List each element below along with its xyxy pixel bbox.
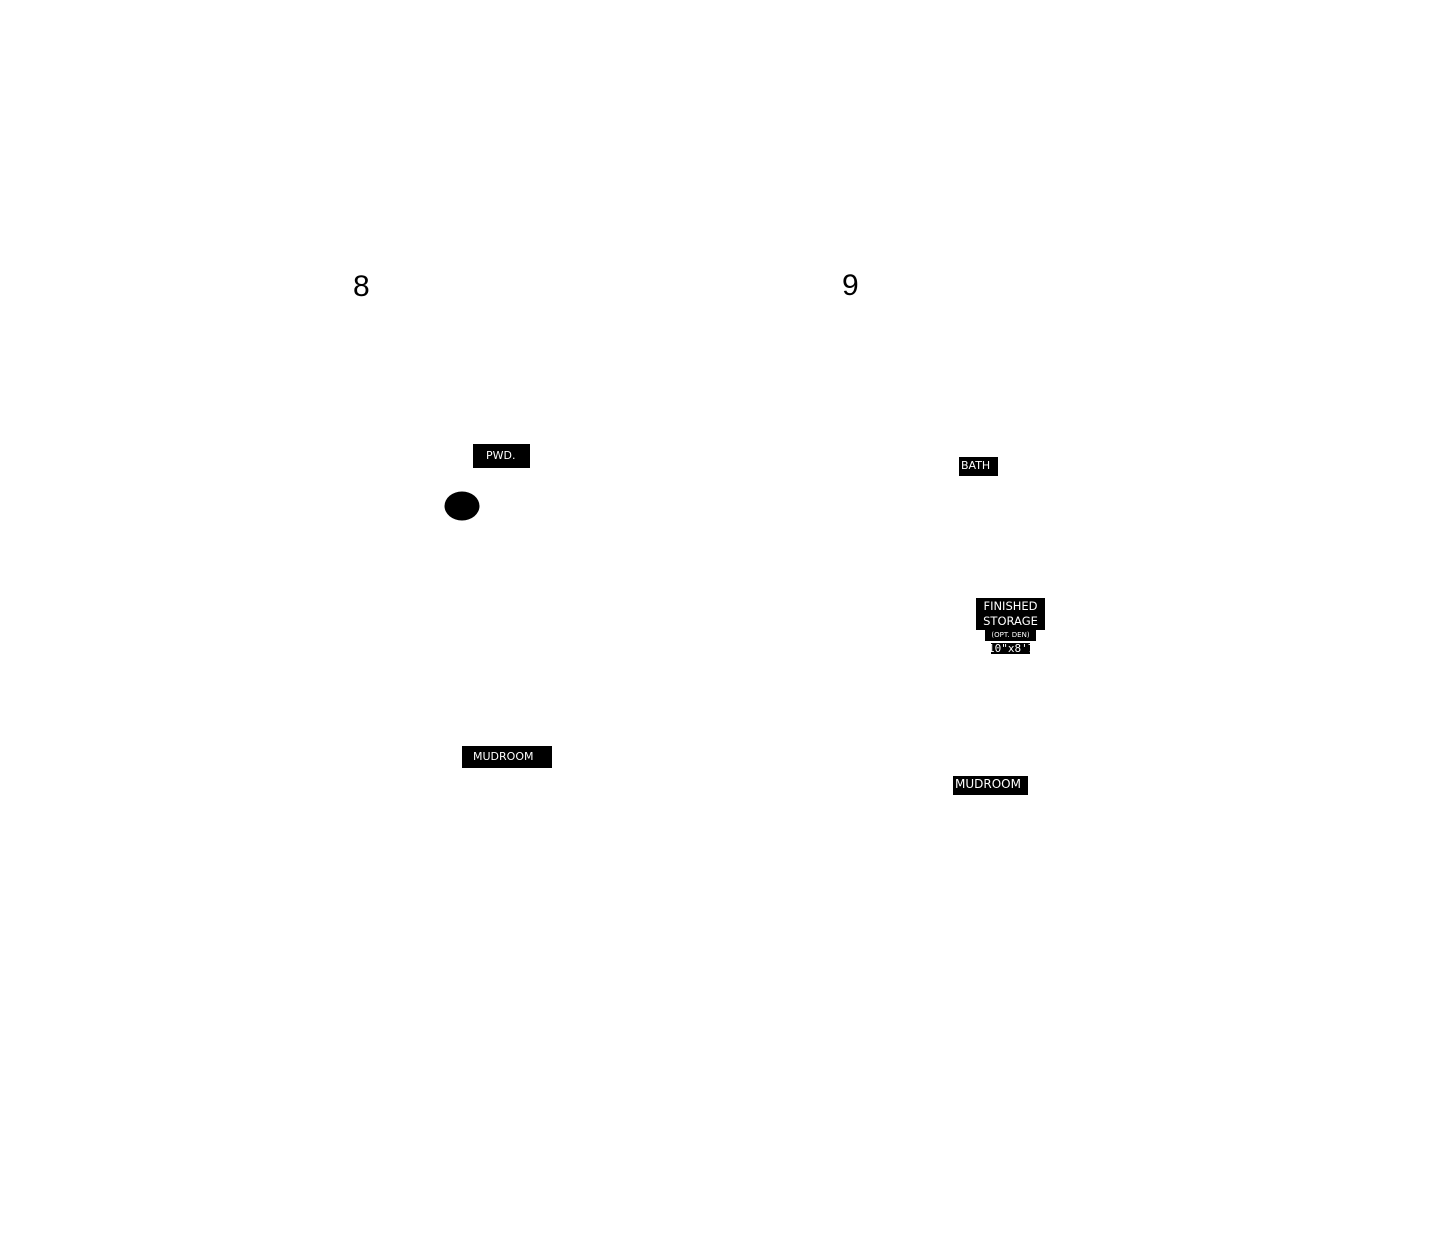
plan-number-8: 8 — [353, 270, 370, 303]
finished-storage-dimensions-label: 10"x8'7" — [991, 643, 1030, 654]
plan-number-9: 9 — [842, 269, 859, 302]
plan-9-mudroom-label: MUDROOM — [953, 776, 1028, 795]
powder-room-label: PWD. — [473, 444, 530, 468]
bath-label: BATH — [959, 457, 998, 476]
marker-ellipse — [444, 491, 480, 521]
plan-8-mudroom-label: MUDROOM — [462, 746, 552, 768]
finished-storage-label: FINISHED STORAGE — [976, 598, 1045, 630]
finished-storage-note-label: (OPT. DEN) — [985, 630, 1036, 641]
filled-ellipse-marker-icon — [444, 491, 480, 521]
